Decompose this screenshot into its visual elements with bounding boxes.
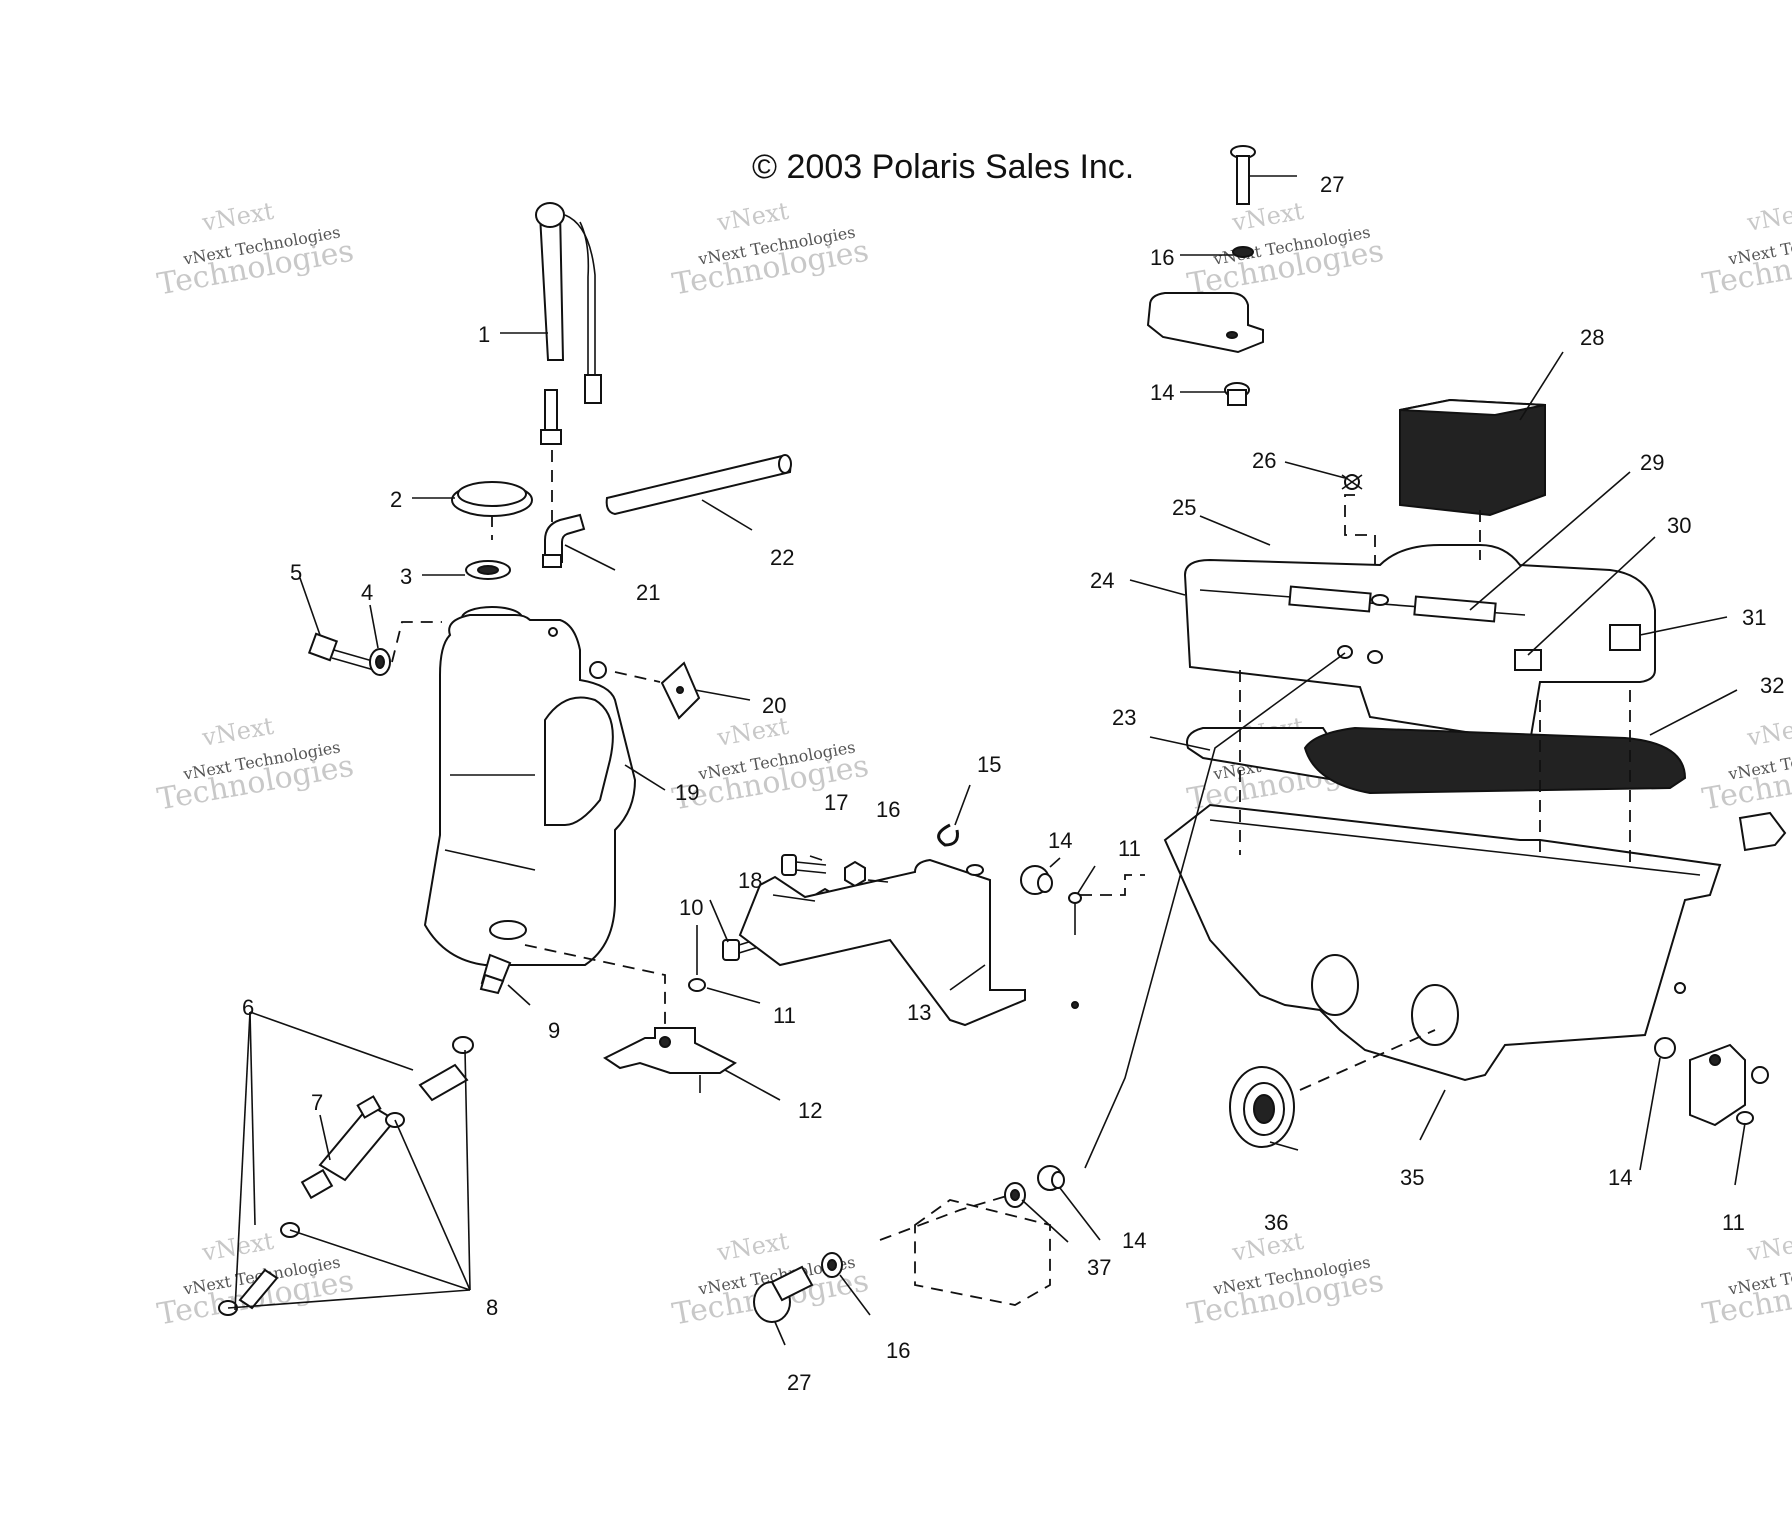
- part-16-nut: [844, 860, 866, 888]
- part-2-tank-cap: [451, 481, 533, 540]
- watermark-text: vNext: [1744, 197, 1792, 237]
- callout-26: 26: [1252, 448, 1276, 473]
- watermark-text: vNext: [199, 197, 276, 237]
- callout-16: 16: [1150, 245, 1174, 270]
- watermark-text: vNext: [714, 1227, 791, 1267]
- part-24-airbox-lid: [1183, 544, 1656, 744]
- part-17-bolt: [781, 854, 827, 876]
- callout-27: 27: [1320, 172, 1344, 197]
- watermark: vNext vNext Technologies Technologies: [670, 197, 872, 303]
- part-26-clip: [1341, 474, 1363, 490]
- watermark: vNext vNext Technologies Technologies: [155, 712, 357, 818]
- callout-35: 35: [1400, 1165, 1424, 1190]
- part-19-oil-tank: [423, 606, 637, 966]
- part-16-washer: [1232, 246, 1254, 258]
- part-airbox-cover-small: [1146, 292, 1264, 354]
- part-21-elbow: [542, 513, 586, 568]
- part-6-hose: [418, 1036, 474, 1102]
- leader-lines: [227, 175, 1746, 1346]
- callout-4: 4: [361, 580, 373, 605]
- part-16-washer: [821, 1252, 843, 1278]
- part-22-hose: [605, 454, 792, 516]
- callout-21: 21: [636, 580, 660, 605]
- part-airbox-right-bracket: [1654, 1037, 1769, 1127]
- part-right-clip: [1738, 811, 1787, 852]
- callout-14: 14: [1048, 828, 1072, 853]
- callout-14: 14: [1122, 1228, 1146, 1253]
- part-32-base-filter: [1303, 726, 1687, 795]
- callout-14: 14: [1608, 1165, 1632, 1190]
- part-14-grommet: [1020, 865, 1053, 895]
- part-36-grommet: [1229, 1066, 1295, 1148]
- callout-23: 23: [1112, 705, 1136, 730]
- callout-12: 12: [798, 1098, 822, 1123]
- callout-5: 5: [290, 560, 302, 585]
- callout-16: 16: [886, 1338, 910, 1363]
- part-27-bolt: [753, 1265, 814, 1323]
- callout-20: 20: [762, 693, 786, 718]
- part-11-stud: [688, 925, 706, 992]
- watermark: vNext vNext Technologies Technologies: [155, 1227, 357, 1333]
- watermark-text: vNext: [1744, 712, 1792, 752]
- watermark-text: vNext: [199, 712, 276, 752]
- callout-6: 6: [242, 995, 254, 1020]
- part-1-fuel-sender: [535, 202, 602, 560]
- part-4-washer: [369, 648, 391, 676]
- callout-29: 29: [1640, 450, 1664, 475]
- copyright-text: © 2003 Polaris Sales Inc.: [752, 148, 1134, 186]
- part-3-gasket: [465, 560, 511, 580]
- callout-36: 36: [1264, 1210, 1288, 1235]
- callout-8: 8: [486, 1295, 498, 1320]
- watermark-text: vNext: [714, 197, 791, 237]
- part-27-bolt: [1230, 145, 1256, 205]
- callout-17: 17: [824, 790, 848, 815]
- callout-11: 11: [1722, 1210, 1745, 1235]
- callout-13: 13: [907, 1000, 931, 1025]
- callout-10: 10: [679, 895, 703, 920]
- callout-11: 11: [1118, 836, 1141, 861]
- callout-16: 16: [876, 797, 900, 822]
- callout-3: 3: [400, 564, 412, 589]
- callout-11: 11: [773, 1003, 796, 1028]
- callout-9: 9: [548, 1018, 560, 1043]
- part-28-foam-filter: [1399, 398, 1546, 517]
- callout-37: 37: [1087, 1255, 1111, 1280]
- part-15-clip: [937, 823, 959, 847]
- callout-24: 24: [1090, 568, 1114, 593]
- part-35-airbox-base: [1163, 803, 1722, 1082]
- callout-7: 7: [311, 1090, 323, 1115]
- part-11-stud: [1068, 892, 1082, 935]
- callouts: 1 2 3 4 5 6 7 8 9 10 11 11 11 12 13 14 1…: [242, 172, 1784, 1395]
- part-9-outlet-fitting: [479, 953, 512, 995]
- callout-30: 30: [1667, 513, 1691, 538]
- callout-27: 27: [787, 1370, 811, 1395]
- part-12-bracket: [603, 1027, 737, 1093]
- callout-1: 1: [478, 322, 490, 347]
- callout-19: 19: [675, 780, 699, 805]
- watermark: vNext vNext Technologies Technologies: [155, 197, 357, 303]
- callout-18: 18: [738, 868, 762, 893]
- callout-25: 25: [1172, 495, 1196, 520]
- callout-15: 15: [977, 752, 1001, 777]
- part-14-grommet: [1037, 1165, 1065, 1191]
- part-20-clip: [660, 661, 701, 720]
- part-14-grommet: [1224, 382, 1250, 406]
- callout-28: 28: [1580, 325, 1604, 350]
- part-air-box-mount-outline: [914, 1199, 1051, 1306]
- watermark-text: vNext: [1744, 1227, 1792, 1267]
- callout-31: 31: [1742, 605, 1766, 630]
- callout-32: 32: [1760, 673, 1784, 698]
- watermark: vNext vNext Technologies Technologies: [1700, 197, 1792, 303]
- part-37-washer: [1004, 1182, 1026, 1208]
- watermark: vNext vNext Technologies Technologies: [1700, 712, 1792, 818]
- callout-2: 2: [390, 487, 402, 512]
- callout-22: 22: [770, 545, 794, 570]
- part-5-bolt: [307, 632, 377, 671]
- watermark: vNext vNext Technologies Technologies: [1185, 197, 1387, 303]
- callout-14: 14: [1150, 380, 1174, 405]
